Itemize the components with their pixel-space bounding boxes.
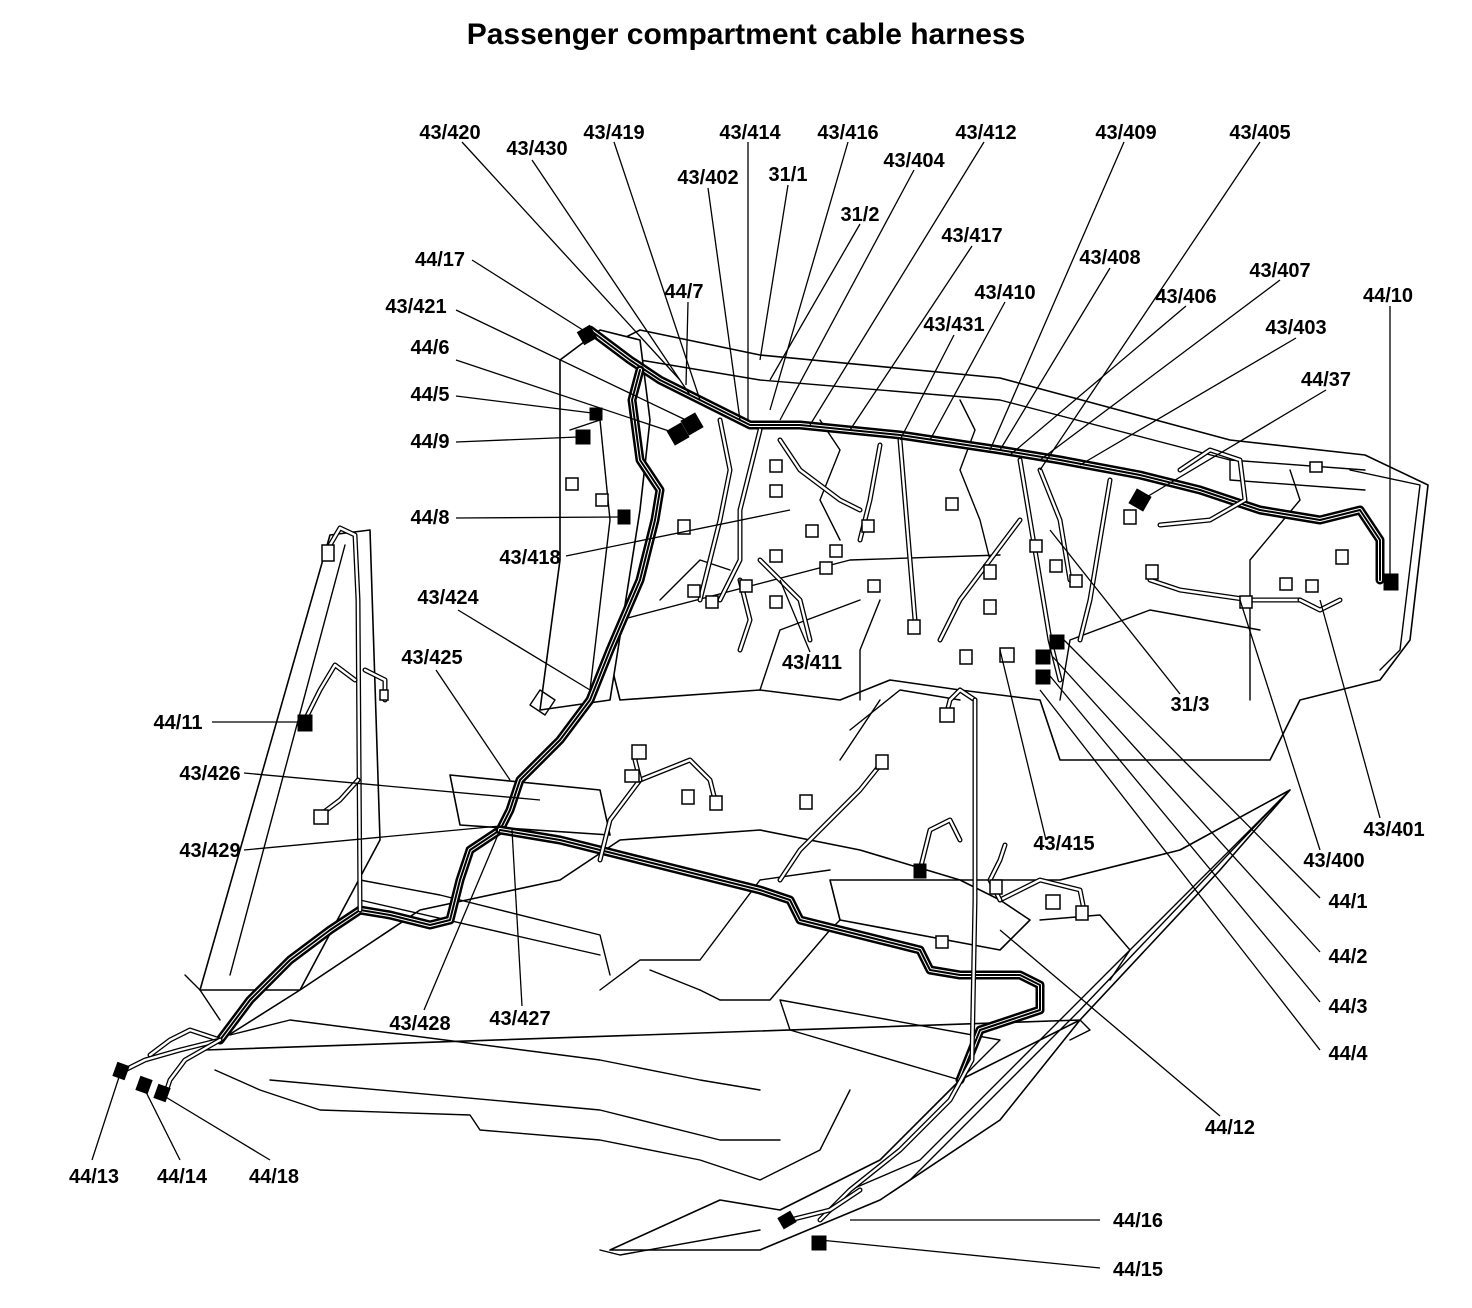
callout-label: 44/9	[411, 431, 450, 453]
callout-label: 44/7	[665, 281, 704, 303]
callout-label: 31/1	[769, 164, 808, 186]
callout-label: 43/428	[389, 1013, 450, 1035]
callout-label: 44/37	[1301, 369, 1351, 391]
diagram-title: Passenger compartment cable harness	[467, 18, 1026, 51]
callout-label: 43/409	[1095, 122, 1156, 144]
callout-label: 43/419	[583, 122, 644, 144]
callout-label: 44/18	[249, 1166, 299, 1188]
callout-label: 43/400	[1303, 850, 1364, 872]
callout-label: 44/1	[1329, 891, 1368, 913]
callout-label: 44/5	[411, 384, 450, 406]
callout-label: 43/401	[1363, 819, 1424, 841]
callout-label: 31/2	[841, 204, 880, 226]
callout-label: 43/402	[677, 167, 738, 189]
callout-label: 43/406	[1155, 286, 1216, 308]
callout-label: 44/11	[154, 712, 203, 734]
callout-label: 43/417	[941, 225, 1002, 247]
callout-label: 43/430	[506, 138, 567, 160]
callout-label: 43/431	[923, 314, 984, 336]
callout-label: 43/408	[1079, 247, 1140, 269]
callout-label: 44/17	[415, 249, 465, 271]
callout-label: 43/421	[385, 296, 446, 318]
callout-label: 43/424	[417, 587, 479, 609]
connectors	[112, 324, 1399, 1251]
callout-label: 44/4	[1329, 1043, 1369, 1065]
leader-lines	[91, 141, 1391, 1269]
callout-label: 43/412	[955, 122, 1016, 144]
callout-label: 43/420	[419, 122, 480, 144]
callout-label: 43/415	[1033, 833, 1094, 855]
callout-label: 44/6	[411, 337, 450, 359]
callout-label: 44/15	[1113, 1259, 1163, 1281]
callout-label: 44/14	[157, 1166, 208, 1188]
callout-label: 43/411	[782, 652, 842, 674]
callout-label: 31/3	[1171, 694, 1210, 716]
callout-label: 43/403	[1265, 317, 1326, 339]
callout-label: 43/405	[1229, 122, 1290, 144]
callout-label: 43/426	[179, 763, 240, 785]
callout-label: 43/407	[1249, 260, 1310, 282]
callout-label: 44/12	[1205, 1117, 1255, 1139]
callout-labels: 43/420 43/430 43/419 43/414 43/416 43/41…	[69, 122, 1425, 1281]
callout-label: 43/427	[489, 1008, 550, 1030]
callout-label: 43/429	[179, 840, 240, 862]
callout-label: 43/414	[719, 122, 781, 144]
callout-label: 43/416	[817, 122, 878, 144]
callout-label: 44/16	[1113, 1210, 1163, 1232]
callout-label: 43/410	[974, 282, 1035, 304]
callout-label: 44/3	[1329, 996, 1368, 1018]
callout-label: 44/8	[411, 507, 450, 529]
callout-label: 44/13	[69, 1166, 119, 1188]
callout-label: 43/404	[883, 150, 945, 172]
callout-label: 44/10	[1363, 285, 1413, 307]
callout-label: 44/2	[1329, 946, 1368, 968]
callout-label: 43/418	[499, 547, 560, 569]
callout-label: 43/425	[401, 647, 462, 669]
